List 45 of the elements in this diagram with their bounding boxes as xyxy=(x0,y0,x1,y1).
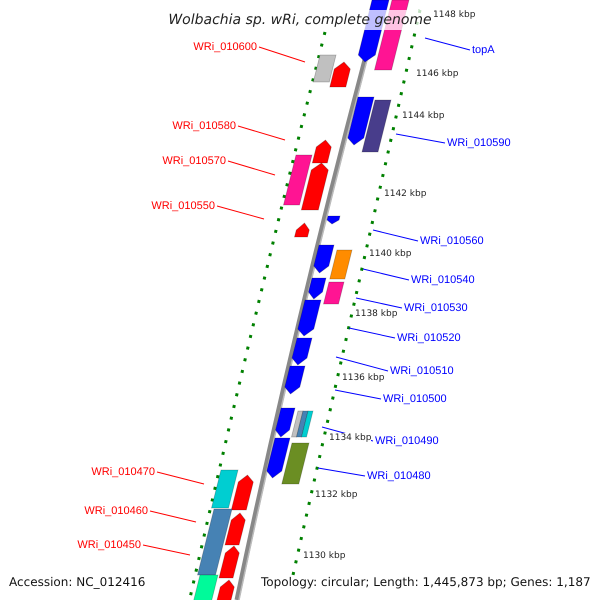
scale-label: 1138 kbp xyxy=(355,309,398,319)
leader-line xyxy=(318,468,366,476)
leader-line xyxy=(258,46,306,62)
leader-line xyxy=(362,268,410,280)
scale-label: 1132 kbp xyxy=(315,490,358,500)
scale-label: 1136 kbp xyxy=(342,373,384,383)
scale-label: 1142 kbp xyxy=(384,189,426,199)
gene-label: WRi_010520 xyxy=(397,332,461,344)
scale-label: 1134 kbp xyxy=(329,433,372,443)
gene-label: WRi_010480 xyxy=(367,470,431,482)
gene-label: WRi_010490 xyxy=(375,435,439,447)
leader-line xyxy=(348,328,396,338)
gene-label: WRi_010590 xyxy=(447,137,511,149)
scale-label: 1144 kbp xyxy=(402,111,444,121)
gene-label: WRi_010560 xyxy=(420,235,484,247)
leader-line xyxy=(216,206,264,220)
leader-line xyxy=(334,390,382,400)
gene-label: WRi_010510 xyxy=(390,365,454,377)
leader-line xyxy=(424,38,470,50)
gene-label: WRi_010470 xyxy=(91,466,155,478)
scale-label: 1146 kbp xyxy=(416,69,458,79)
gene-label: WRi_010540 xyxy=(411,274,475,286)
gene-label: WRi_010600 xyxy=(193,41,257,53)
gene-label: WRi_010460 xyxy=(84,505,148,517)
leader-line xyxy=(372,230,418,242)
info-text: Accession: NC_012416 xyxy=(9,575,146,589)
scale-label: 1140 kbp xyxy=(369,249,412,259)
gene-label: WRi_010500 xyxy=(383,393,447,405)
leader-line xyxy=(142,544,190,556)
info-text: Topology: circular; Length: 1,445,873 bp; Genes: 1,187 xyxy=(261,575,591,589)
leader-line xyxy=(356,298,402,308)
gene-label: WRi_010570 xyxy=(162,155,226,167)
gene-label: WRi_010580 xyxy=(172,120,236,132)
gene-label: WRi_010550 xyxy=(151,200,215,212)
leader-line xyxy=(336,356,388,372)
leader-line xyxy=(156,472,204,484)
scale-label: 1130 kbp xyxy=(303,551,346,561)
leader-line xyxy=(238,126,286,140)
scale-label: 1148 kbp xyxy=(433,10,476,20)
gene-label: WRi_010450 xyxy=(77,539,141,551)
gene-label: topA xyxy=(472,44,495,56)
leader-line xyxy=(396,134,446,144)
gene-label: WRi_010530 xyxy=(404,302,468,314)
leader-line xyxy=(228,160,276,176)
leader-line xyxy=(150,510,196,522)
